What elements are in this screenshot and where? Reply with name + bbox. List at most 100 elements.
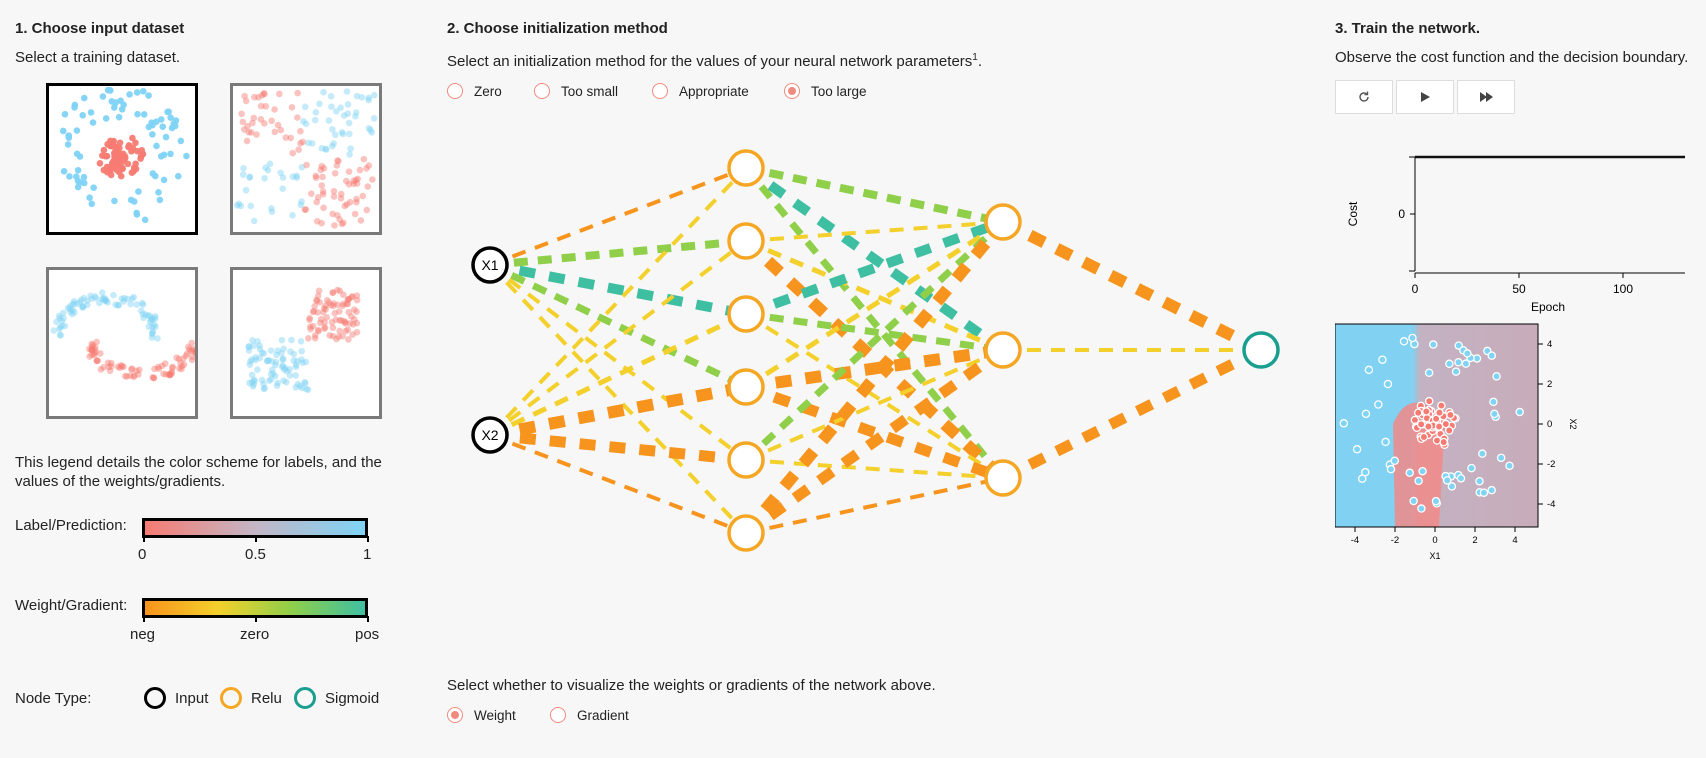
data-point bbox=[57, 332, 64, 339]
data-point bbox=[186, 345, 193, 353]
data-point bbox=[84, 301, 91, 309]
data-point bbox=[281, 364, 289, 372]
data-point bbox=[239, 118, 247, 126]
relu-node[interactable] bbox=[727, 368, 765, 406]
data-point bbox=[104, 299, 111, 306]
training-point bbox=[1429, 340, 1438, 349]
init-too-small-radio[interactable]: Too small bbox=[534, 83, 618, 99]
data-point bbox=[319, 308, 327, 316]
data-point bbox=[250, 381, 258, 388]
dataset-moons[interactable] bbox=[46, 267, 198, 419]
x-tick-label: 100 bbox=[1613, 282, 1633, 296]
data-point bbox=[364, 183, 372, 190]
data-point bbox=[351, 210, 359, 218]
dataset-circle[interactable] bbox=[46, 83, 198, 235]
data-point bbox=[274, 121, 282, 129]
data-point bbox=[307, 325, 314, 333]
data-point bbox=[292, 361, 300, 369]
data-point bbox=[321, 319, 328, 326]
data-point bbox=[183, 152, 190, 160]
data-point bbox=[252, 354, 259, 361]
data-point bbox=[335, 157, 342, 165]
data-point bbox=[133, 209, 140, 217]
relu-node[interactable] bbox=[984, 331, 1022, 369]
data-point bbox=[135, 371, 142, 378]
viz-weight-radio[interactable]: Weight bbox=[447, 707, 516, 723]
y-axis-label: X2 bbox=[1568, 418, 1578, 429]
weight-edge bbox=[1000, 216, 1264, 356]
weight-edge bbox=[741, 218, 1008, 537]
training-point bbox=[1409, 496, 1418, 506]
data-point bbox=[313, 296, 320, 304]
data-point bbox=[266, 377, 273, 384]
data-point bbox=[314, 326, 322, 334]
data-point bbox=[330, 187, 338, 195]
training-point bbox=[1361, 409, 1371, 419]
relu-node[interactable] bbox=[984, 459, 1022, 497]
reset-button[interactable] bbox=[1335, 80, 1393, 114]
data-point bbox=[88, 295, 96, 303]
data-point bbox=[322, 145, 330, 153]
training-point bbox=[1399, 337, 1409, 346]
data-point bbox=[61, 110, 69, 118]
data-point bbox=[286, 365, 293, 373]
weight-edge bbox=[489, 166, 747, 267]
data-point bbox=[320, 305, 328, 312]
input-node[interactable] bbox=[471, 246, 509, 284]
data-point bbox=[326, 332, 334, 339]
dataset-xor[interactable] bbox=[230, 83, 382, 235]
data-point bbox=[273, 382, 281, 389]
data-point bbox=[298, 384, 306, 392]
data-point bbox=[129, 134, 136, 142]
data-point bbox=[93, 338, 100, 346]
data-point bbox=[89, 119, 97, 126]
input-node[interactable] bbox=[471, 416, 509, 454]
relu-node[interactable] bbox=[984, 203, 1022, 241]
relu-node[interactable] bbox=[727, 222, 765, 260]
data-point bbox=[358, 93, 366, 101]
relu-node[interactable] bbox=[727, 149, 765, 187]
data-point bbox=[317, 315, 325, 323]
data-point bbox=[267, 370, 275, 378]
data-point bbox=[343, 88, 351, 95]
data-point bbox=[338, 129, 346, 136]
data-point bbox=[182, 352, 190, 360]
data-point bbox=[188, 339, 195, 347]
data-point bbox=[116, 364, 124, 372]
play-button[interactable] bbox=[1396, 80, 1454, 114]
y-tick-label: -4 bbox=[1547, 499, 1555, 510]
training-point bbox=[1418, 466, 1427, 476]
data-point bbox=[151, 321, 158, 329]
init-zero-radio[interactable]: Zero bbox=[447, 83, 502, 99]
sigmoid-node[interactable] bbox=[1242, 331, 1280, 369]
training-point bbox=[1422, 407, 1431, 416]
init-too-large-radio[interactable]: Too large bbox=[784, 83, 867, 99]
data-point bbox=[303, 385, 310, 393]
data-point bbox=[319, 173, 326, 181]
relu-node[interactable] bbox=[727, 441, 765, 479]
play-icon bbox=[1421, 92, 1430, 102]
data-point bbox=[247, 129, 255, 136]
data-point bbox=[342, 177, 350, 185]
relu-node[interactable] bbox=[727, 295, 765, 333]
viz-gradient-radio[interactable]: Gradient bbox=[550, 707, 629, 723]
data-point bbox=[316, 100, 323, 108]
data-point bbox=[297, 338, 305, 345]
data-point bbox=[344, 326, 352, 333]
data-point bbox=[258, 376, 266, 384]
data-point bbox=[267, 376, 275, 383]
relu-node[interactable] bbox=[727, 514, 765, 552]
dataset-gaussian[interactable] bbox=[230, 267, 382, 419]
data-point bbox=[345, 180, 353, 188]
data-point bbox=[59, 127, 67, 135]
init-appropriate-radio[interactable]: Appropriate bbox=[652, 83, 749, 99]
weight-edge bbox=[743, 163, 1006, 355]
data-point bbox=[340, 300, 347, 308]
data-point bbox=[174, 172, 182, 180]
data-point bbox=[345, 295, 352, 303]
data-point bbox=[245, 347, 253, 354]
data-point bbox=[301, 379, 309, 387]
step-button[interactable] bbox=[1457, 80, 1515, 114]
data-point bbox=[56, 331, 64, 339]
data-point bbox=[297, 127, 304, 135]
